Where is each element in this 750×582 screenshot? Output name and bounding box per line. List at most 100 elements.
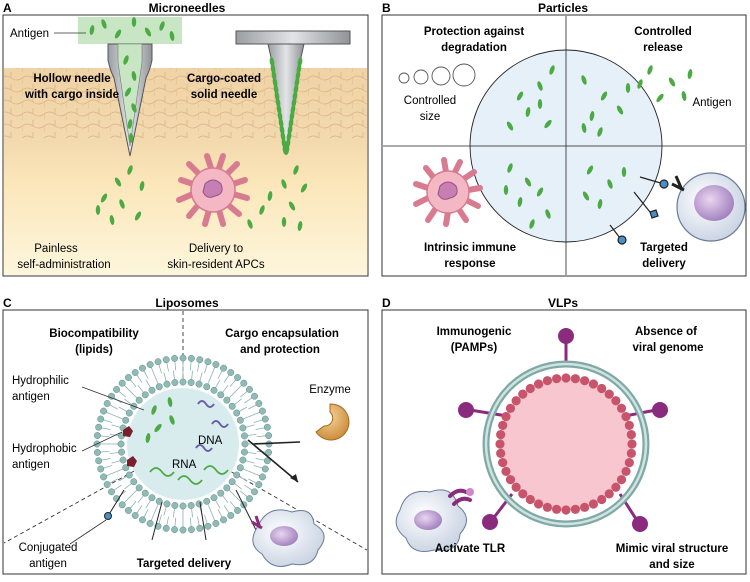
targeted-delivery-label: Targeted delivery [137, 558, 232, 570]
antigen-particle [288, 201, 296, 211]
panel-a-title: Microneedles [149, 1, 226, 15]
antigen-particle [687, 69, 693, 79]
antigen-particle [524, 177, 532, 187]
antigen-particle [127, 165, 133, 175]
vlp-capsomers [495, 373, 637, 515]
tlr-label: Activate TLR [435, 543, 506, 555]
capsomer [621, 466, 631, 477]
antigen-particles-b [503, 65, 693, 229]
lipid-head [265, 448, 273, 456]
lipid-head [228, 402, 236, 410]
lipid-head [100, 473, 107, 481]
solid-needle-base [235, 30, 351, 45]
lipid-head [263, 423, 271, 431]
lipid-head [108, 392, 115, 400]
antigen-particle [647, 65, 653, 75]
antigen-particle [134, 211, 142, 221]
conjugated-label-2: antigen [29, 558, 67, 570]
lipid-head [212, 520, 220, 527]
lipid-head [171, 354, 179, 362]
antigen-particle [144, 27, 152, 37]
dna-cargo [195, 400, 229, 452]
lipid-head [146, 361, 154, 368]
antigen-particle [293, 165, 299, 175]
lipid-head [241, 440, 249, 448]
capsomer [570, 374, 580, 384]
enzyme-arrows [247, 439, 301, 483]
lipid-head [196, 356, 204, 364]
liposome-core [127, 388, 239, 500]
lipid-head [210, 494, 218, 502]
lipid-head [246, 385, 253, 393]
lipid-head [255, 400, 263, 407]
antigen-particle [581, 75, 587, 85]
lipid-head [179, 354, 187, 362]
antigen-particle [529, 219, 535, 229]
capsomer [542, 502, 553, 512]
panel-a-letter: A [3, 1, 12, 15]
capsomer [511, 396, 521, 406]
biocompat-label-1: Biocompatibility [49, 328, 139, 340]
lipid-head [162, 356, 170, 364]
antigen-label-a: Antigen [10, 28, 49, 40]
vlp-outer-shell-highlight [484, 362, 648, 526]
coated-label-1: Cargo-coated [187, 73, 261, 85]
needle-coating [269, 57, 303, 155]
antigen-particle [516, 91, 524, 101]
panel-c-letter: C [3, 296, 12, 310]
lipid-head [141, 489, 149, 497]
panel-b: B Particles Protection against degradati… [381, 1, 747, 277]
lipid-head [228, 478, 236, 486]
lipid-head [103, 400, 111, 407]
lipid-head [255, 481, 263, 488]
protection-label-1: Protection against [424, 26, 524, 38]
antigen-particle [637, 79, 643, 89]
lipid-head [259, 473, 266, 481]
lipid-head [217, 489, 225, 497]
lipid-head [171, 502, 179, 509]
antigen-particle [681, 91, 687, 101]
lipid-head [220, 516, 227, 524]
panel-c-title: Liposomes [155, 296, 219, 310]
tlr-cell [395, 488, 474, 552]
lipid-head [155, 497, 163, 505]
targeted-label-2: delivery [642, 258, 686, 270]
lipid-head [217, 391, 225, 399]
capsomer [616, 475, 627, 485]
hollow-needle-bore [117, 43, 143, 147]
lipid-head [212, 361, 220, 368]
conjugated-label-1: Conjugated [19, 542, 78, 554]
lipid-head [187, 526, 195, 534]
immuno-label-2: (PAMPs) [451, 342, 498, 354]
lipid-head [122, 416, 130, 424]
target-cell-c [251, 509, 325, 567]
panel-b-letter: B [382, 1, 391, 15]
antigen-particles-a [89, 17, 308, 231]
lipid-head [171, 379, 179, 386]
capsomer [505, 475, 516, 485]
lipid-head [139, 364, 146, 372]
antigen-particle [101, 19, 107, 29]
hydrophilic-label-1: Hydrophilic [12, 375, 69, 387]
protection-label-2: degradation [441, 42, 507, 54]
capsomer [498, 457, 508, 468]
hydrophobic-label-2: antigen [12, 459, 50, 471]
lipid-head [246, 495, 253, 503]
antigen-particle [525, 107, 531, 117]
capsomer [533, 499, 544, 509]
capsomer [627, 439, 637, 449]
immuno-label-1: Immunogenic [437, 326, 512, 338]
delivery-label-1: Delivery to [189, 243, 243, 255]
lipid-head [163, 500, 171, 508]
intrinsic-label-1: Intrinsic immune [424, 242, 516, 254]
lipid-head [259, 407, 266, 415]
antigen-particle [621, 167, 627, 177]
panel-d-title: VLPs [548, 296, 578, 310]
capsomer [533, 379, 544, 389]
rna-cargo [149, 465, 229, 485]
lipid-head [187, 502, 195, 509]
lipid-head [204, 358, 212, 366]
enzyme-arrowhead [290, 474, 298, 482]
antigen-particle [586, 165, 594, 175]
capsomer [511, 482, 521, 492]
